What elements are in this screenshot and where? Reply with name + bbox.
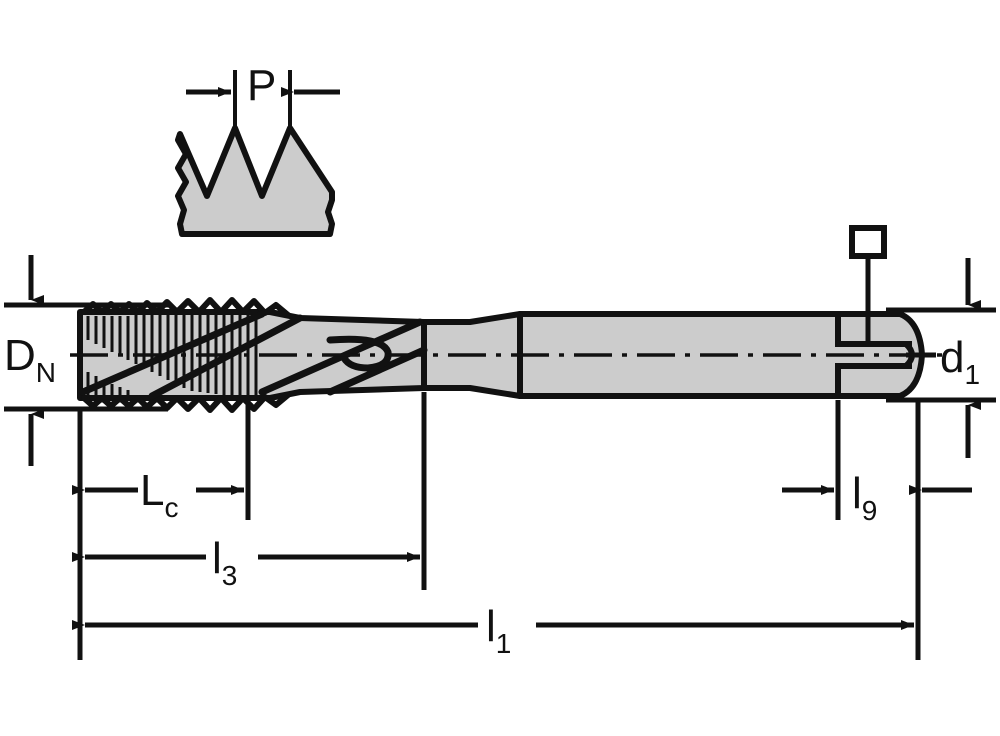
dimension-thread-length: l3 [72,534,420,591]
nominal-diameter-label: DN [4,331,56,388]
shank-diameter-label: d1 [940,333,980,390]
threaded-section-body [77,309,427,401]
square-drive-flat-lower [835,363,912,396]
square-length-label: l9 [852,469,877,526]
dimension-overall-length: l1 [72,602,914,659]
witness-lines-group [77,392,921,660]
pitch-label: P [247,61,276,110]
square-drive-flat-upper [835,314,912,347]
thread-profile-detail-view: P [175,61,340,237]
tap-body-group [70,297,945,413]
chamfer-lower-hatching [86,372,130,397]
dimension-nominal-diameter: DN [4,255,168,466]
thread-profile-shape [175,125,335,237]
flute-groove-curl [326,335,392,372]
dimension-chamfer-length: Lc [72,466,244,523]
thread-length-label: l3 [212,534,237,591]
square-symbol-icon [849,225,887,259]
spiral-flute-edge-4 [326,346,428,396]
square-drive-callout [849,225,887,344]
dimension-shank-diameter: d1 [886,258,996,458]
dimension-square-length: l9 [782,469,972,526]
chamfer-thread-hatching [86,310,258,396]
overall-length-label: l1 [486,602,511,659]
chamfer-length-label: Lc [140,466,178,523]
